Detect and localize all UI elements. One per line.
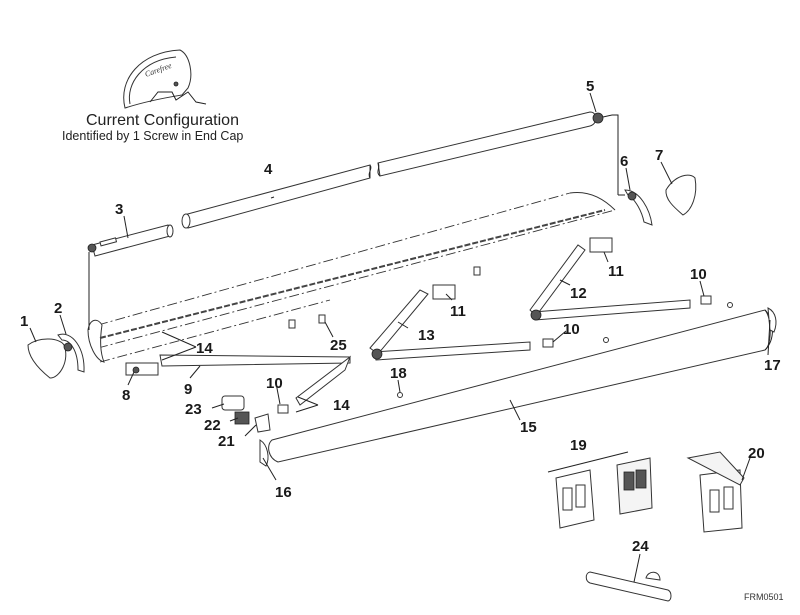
end-cap-lead-rail-left [259, 439, 269, 467]
callout-5: 5 [586, 78, 594, 95]
callout-16: 16 [275, 484, 292, 501]
callout-20: 20 [748, 445, 765, 462]
rail-slider [288, 319, 296, 329]
callout-25: 25 [330, 337, 347, 354]
callout-14-right: 14 [333, 397, 350, 414]
callout-24: 24 [632, 538, 649, 555]
callout-2: 2 [54, 300, 62, 317]
upper-arm-center [369, 289, 531, 361]
end-cap-left [27, 338, 67, 379]
callout-labels: 1 2 3 4 5 6 7 8 9 10 10 10 11 11 12 13 1… [20, 78, 781, 555]
callout-10-center: 10 [563, 321, 580, 338]
callout-19: 19 [570, 437, 587, 454]
idler-end [592, 112, 619, 195]
arm-bracket [700, 295, 712, 305]
fastener [727, 302, 733, 308]
rail-slider [473, 266, 481, 276]
end-plate-right [618, 189, 653, 226]
upper-arm-right [529, 244, 691, 321]
callout-7: 7 [655, 147, 663, 164]
switch-assembly [547, 451, 653, 529]
callout-14-left: 14 [196, 340, 213, 357]
end-cap-right [665, 174, 697, 216]
top-bracket-right [589, 237, 613, 253]
weather-cover-switch [686, 451, 745, 533]
callout-10-right: 10 [690, 266, 707, 283]
drawing-code: FRM0501 [744, 592, 784, 602]
leader-lines [29, 92, 771, 583]
callout-15: 15 [520, 419, 537, 436]
callout-11-center: 11 [450, 303, 466, 320]
inset-end-cap-illustration: Carefree [123, 49, 207, 109]
configuration-title: Current Configuration [86, 112, 239, 129]
fastener [603, 337, 609, 343]
canopy-envelope [87, 191, 616, 363]
motor-assembly [87, 224, 174, 272]
callout-6: 6 [620, 153, 628, 170]
top-bracket-left [125, 362, 159, 376]
sensor [234, 411, 250, 425]
callout-1: 1 [20, 313, 28, 330]
callout-22: 22 [204, 417, 221, 434]
callout-23: 23 [185, 401, 202, 418]
callout-4: 4 [264, 161, 273, 178]
callout-13: 13 [418, 327, 435, 344]
controller [221, 395, 245, 411]
rail-slider [318, 314, 326, 324]
arm-bracket [277, 404, 289, 414]
roller-tube [181, 111, 597, 229]
top-bracket-center [432, 284, 456, 300]
callout-9: 9 [184, 381, 192, 398]
callout-21: 21 [218, 433, 235, 450]
callout-10-left: 10 [266, 375, 283, 392]
callout-18: 18 [390, 365, 407, 382]
callout-3: 3 [115, 201, 123, 218]
end-plate-left [57, 333, 85, 373]
callout-8: 8 [122, 387, 130, 404]
callout-17: 17 [764, 357, 781, 374]
arm-bracket [542, 338, 554, 348]
callout-12: 12 [570, 285, 587, 302]
callout-11-right: 11 [608, 263, 624, 280]
configuration-subtitle: Identified by 1 Screw in End Cap [62, 129, 244, 143]
bracket-mount [254, 413, 271, 433]
lower-arm-left [159, 354, 352, 406]
wind-sensor-bar [585, 571, 672, 602]
lead-rail [268, 309, 773, 463]
fastener [397, 392, 403, 398]
